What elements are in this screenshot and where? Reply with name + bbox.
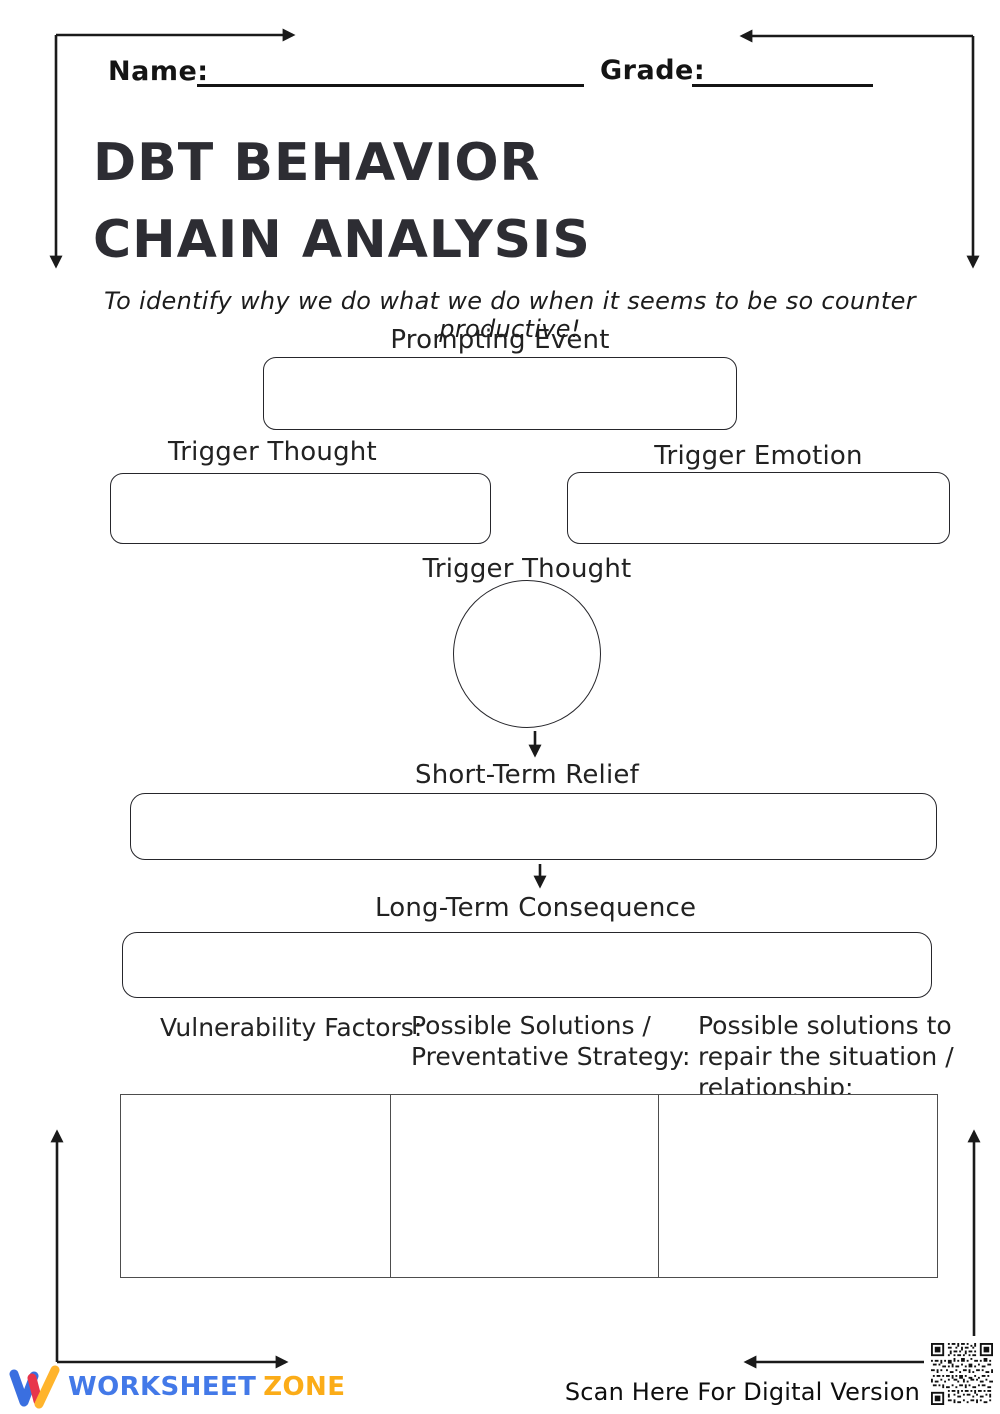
column-header-line: Possible Solutions / — [411, 1011, 651, 1040]
grade-label: Grade: — [600, 55, 706, 86]
short-term-relief-label: Short-Term Relief — [415, 760, 639, 790]
column-header-line: Possible solutions to — [698, 1011, 952, 1040]
prompting-event-box[interactable] — [263, 357, 737, 430]
trigger-thought-circle[interactable] — [453, 580, 601, 728]
page-title-line2: CHAIN ANALYSIS — [93, 210, 591, 270]
trigger-thought-box[interactable] — [110, 473, 491, 544]
column-header-vulnerability: Vulnerability Factors: — [160, 1012, 422, 1043]
prompting-event-label: Prompting Event — [390, 325, 610, 355]
subtitle: To identify why we do what we do when it… — [104, 287, 916, 343]
table-cell-solutions[interactable] — [391, 1095, 659, 1277]
name-label: Name: — [108, 56, 209, 87]
brand-word-worksheet: WORKSHEET — [68, 1371, 257, 1402]
answers-table — [120, 1094, 938, 1278]
column-header-solutions: Possible Solutions / Preventative Strate… — [411, 1010, 690, 1072]
column-header-line: Preventative Strategy: — [411, 1042, 691, 1071]
page-title-line1: DBT BEHAVIOR — [93, 133, 541, 193]
column-header-repair: Possible solutions to repair the situati… — [698, 1010, 954, 1103]
scan-here-label: Scan Here For Digital Version — [564, 1378, 920, 1406]
table-cell-vulnerability[interactable] — [121, 1095, 391, 1277]
qr-code — [924, 1336, 1000, 1414]
name-input-line[interactable] — [197, 84, 584, 87]
short-term-relief-box[interactable] — [130, 793, 937, 860]
qr-code-pattern — [931, 1343, 993, 1405]
grade-input-line[interactable] — [692, 84, 873, 87]
column-header-line: Vulnerability Factors: — [160, 1013, 423, 1042]
trigger-emotion-box[interactable] — [567, 472, 950, 544]
worksheetzone-logo-icon — [9, 1365, 60, 1409]
long-term-consequence-box[interactable] — [122, 932, 932, 998]
trigger-thought-circle-label: Trigger Thought — [422, 554, 632, 584]
trigger-emotion-label: Trigger Emotion — [654, 441, 863, 471]
long-term-consequence-label: Long-Term Consequence — [375, 893, 697, 923]
brand-word-zone: ZONE — [263, 1371, 346, 1402]
table-cell-repair[interactable] — [659, 1095, 937, 1277]
trigger-thought-label: Trigger Thought — [168, 437, 377, 467]
column-header-line: repair the situation / — [698, 1042, 954, 1071]
